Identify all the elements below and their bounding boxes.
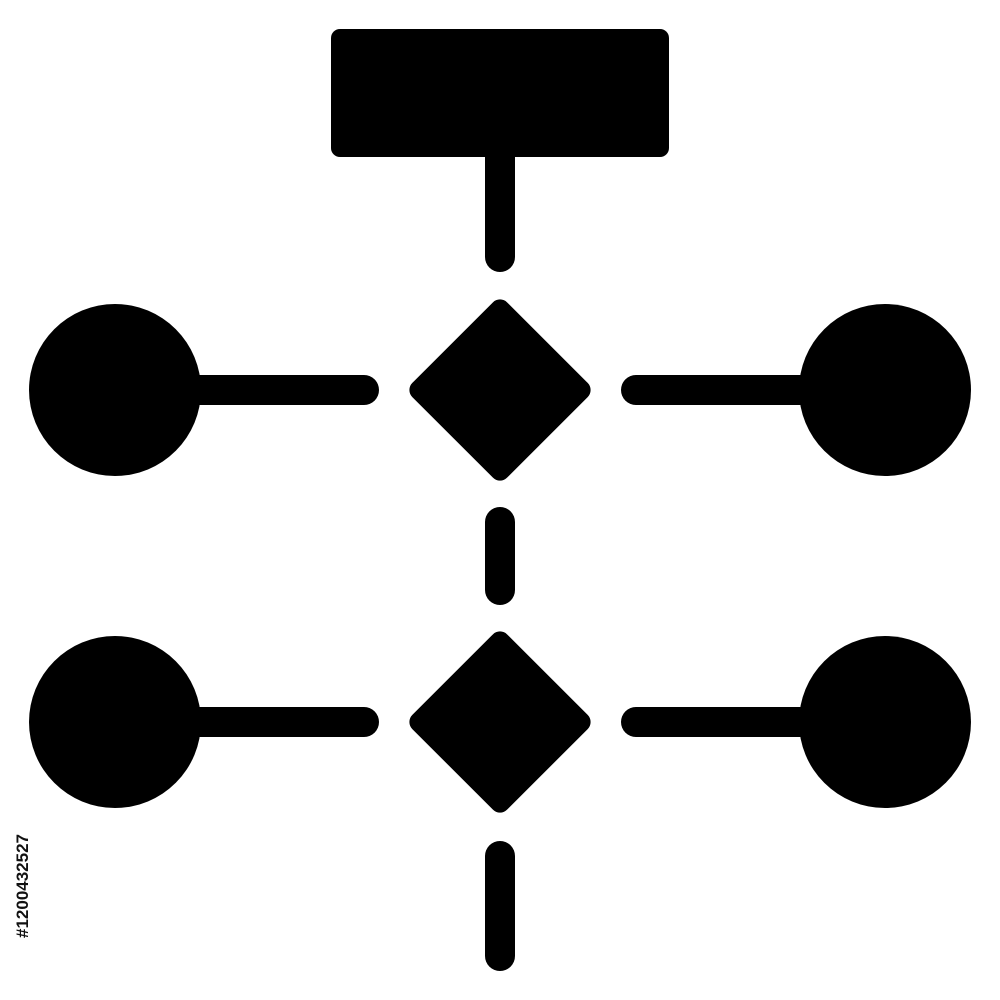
terminal-circle-right-2 bbox=[799, 636, 971, 808]
terminal-circle-left-2 bbox=[29, 636, 201, 808]
terminal-circle-right-1 bbox=[799, 304, 971, 476]
flowchart-decision-icon bbox=[29, 29, 971, 971]
stock-id-text: #1200432527 bbox=[13, 834, 32, 938]
decision-diamond-2 bbox=[409, 631, 591, 813]
terminal-circle-left-1 bbox=[29, 304, 201, 476]
stock-id-watermark: #1200432527 bbox=[13, 834, 32, 938]
decision-diamond-1 bbox=[409, 299, 591, 481]
process-box-shape bbox=[331, 29, 669, 157]
